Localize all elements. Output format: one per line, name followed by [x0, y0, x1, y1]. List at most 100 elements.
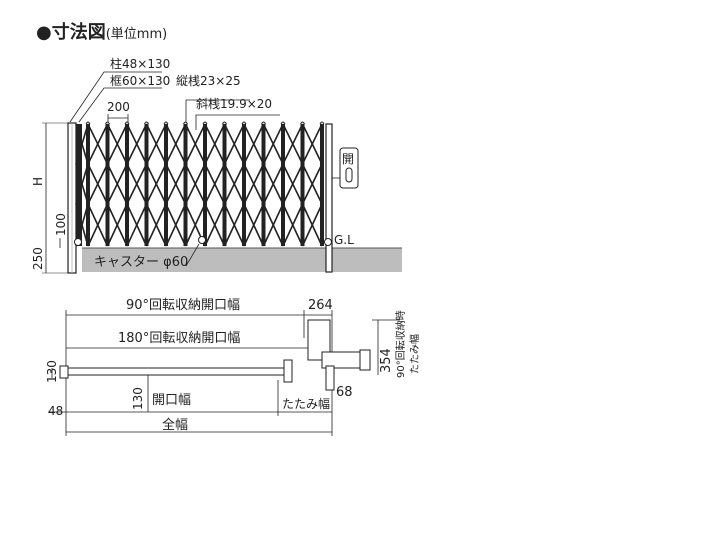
- vertical-bar: [144, 124, 149, 246]
- diagonal-bar: [282, 163, 304, 205]
- folded-rot90: [307, 319, 331, 361]
- diagonal-bar: [184, 163, 206, 205]
- elevation-view: 柱48×130 框60×130 縦桟23×25 斜桟19.9×20 200 H …: [31, 56, 402, 274]
- ground-strip: [82, 248, 402, 272]
- plan-view: 90°回転収納開口幅 264 180°回転収納開口幅 354 90°回転収納時 …: [45, 298, 421, 436]
- bar-hook: [144, 121, 149, 125]
- diagonal-bar: [262, 163, 284, 205]
- diagonal-bar: [301, 203, 323, 247]
- plan-pillar: [59, 365, 69, 379]
- diagonal-bar: [165, 123, 187, 165]
- diagonal-bar: [126, 203, 148, 247]
- diagonal-lattice: [75, 123, 323, 247]
- label-pillar: 柱48×130: [110, 56, 170, 71]
- handle-icon: [345, 167, 353, 183]
- label-caster: キャスター φ60: [94, 255, 188, 270]
- diagonal-bar: [184, 203, 206, 247]
- vertical-bar: [125, 124, 129, 246]
- label-354: 354: [379, 348, 394, 373]
- label-frame: 框60×130: [110, 74, 170, 88]
- header-title: 寸法図: [51, 22, 106, 43]
- bar-hooks: [85, 121, 325, 125]
- diagonal-bar: [165, 163, 187, 205]
- label-100: 100: [54, 213, 68, 236]
- caster-left: [74, 238, 82, 246]
- diagonal-bar: [106, 163, 128, 205]
- label-open: 開: [342, 152, 354, 166]
- diagonal-bar: [75, 163, 89, 205]
- vertical-bar: [164, 124, 168, 246]
- bar-hook: [163, 121, 169, 125]
- diagonal-bar: [184, 123, 206, 165]
- diagonal-bar: [243, 163, 265, 205]
- label-ground: G.L: [334, 233, 354, 247]
- label-rot90-storage: 90°回転収納時: [394, 310, 407, 378]
- vertical-bar: [320, 124, 324, 246]
- diagonal-bar: [145, 163, 167, 205]
- bar-hook: [319, 121, 325, 125]
- diagonal-bar: [301, 163, 323, 205]
- header-unit: (単位mm): [105, 27, 168, 42]
- diagonal-bar: [126, 123, 148, 165]
- label-vertical-bar: 縦桟23×25: [176, 74, 241, 88]
- caster-mid: [198, 236, 206, 244]
- left-frame: [76, 124, 82, 246]
- vertical-bar: [222, 124, 227, 246]
- diagonal-bar: [75, 123, 89, 165]
- bar-hook: [222, 121, 227, 125]
- diagonal-bar: [243, 203, 265, 247]
- label-diagonal-bar: 斜桟19.9×20: [196, 97, 272, 111]
- bar-hook: [241, 121, 247, 125]
- vertical-bars: [86, 124, 324, 246]
- caster-right: [324, 238, 332, 246]
- label-68: 68: [336, 385, 353, 400]
- label-130-inner: 130: [131, 387, 145, 410]
- vertical-bar: [183, 124, 188, 246]
- label-rot180-opening: 180°回転収納開口幅: [118, 331, 240, 346]
- bar-hook: [202, 121, 208, 125]
- vertical-bar: [261, 124, 266, 246]
- vertical-bar: [242, 124, 246, 246]
- bar-hook: [105, 121, 110, 125]
- diagonal-bar: [301, 123, 323, 165]
- bar-hook: [183, 121, 188, 125]
- label-height: H: [31, 177, 45, 186]
- bar-hook: [300, 121, 305, 125]
- bar-hook: [85, 121, 91, 125]
- diagonal-bar: [87, 123, 109, 165]
- label-total-width: 全幅: [162, 417, 188, 433]
- diagonal-bar: [262, 203, 284, 247]
- diagonal-bar: [204, 123, 226, 165]
- label-250: 250: [31, 247, 45, 270]
- diagonal-bar: [87, 163, 109, 205]
- vertical-bar: [105, 124, 110, 246]
- diagonal-bar: [223, 123, 245, 165]
- diagonal-bar: [87, 203, 109, 247]
- vertical-bar: [203, 124, 207, 246]
- diagonal-bar: [282, 123, 304, 165]
- diagonal-bar: [223, 163, 245, 205]
- label-rot90-opening: 90°回転収納開口幅: [126, 298, 240, 313]
- end-post-plan: [325, 365, 335, 391]
- diagonal-bar: [223, 203, 245, 247]
- folded-stack: [283, 359, 293, 383]
- label-264: 264: [308, 298, 333, 313]
- header-bullet: ●: [36, 22, 52, 43]
- diagonal-bar: [204, 203, 226, 247]
- diagonal-bar: [126, 163, 148, 205]
- diagram-header: ●寸法図(単位mm): [36, 18, 167, 44]
- diagonal-bar: [145, 203, 167, 247]
- bar-hook: [124, 121, 130, 125]
- bar-hook: [280, 121, 286, 125]
- diagonal-bar: [282, 203, 304, 247]
- label-130-left: 130: [45, 360, 59, 383]
- diagonal-bar: [165, 203, 187, 247]
- vertical-bar: [86, 124, 90, 246]
- right-end-post: [325, 123, 333, 273]
- label-48: 48: [48, 404, 63, 418]
- diagonal-bar: [106, 123, 128, 165]
- vertical-bar: [281, 124, 285, 246]
- label-opening-width: 開口幅: [152, 393, 191, 408]
- label-folded-vertical: たたみ幅: [408, 334, 421, 374]
